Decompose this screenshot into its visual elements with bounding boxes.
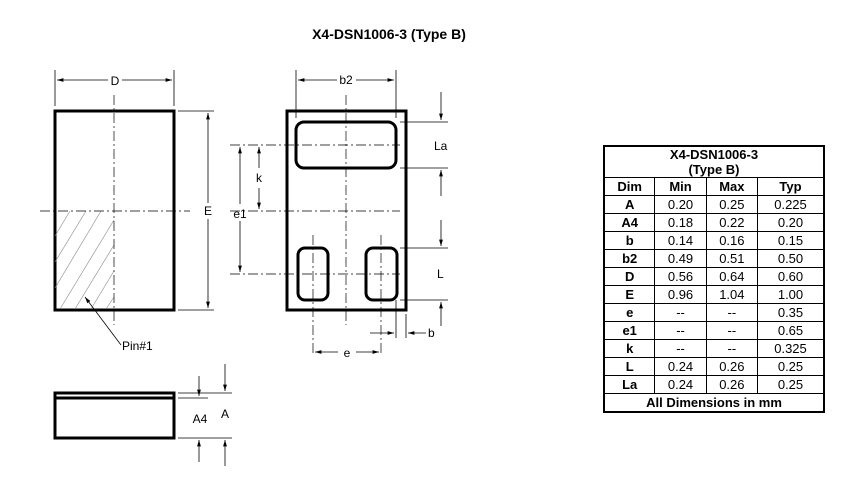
top-view: D E Pin#1 bbox=[40, 70, 214, 353]
top-view-body bbox=[53, 109, 176, 312]
dim-cell: L bbox=[603, 357, 656, 376]
value-cell: 0.14 bbox=[654, 231, 707, 250]
value-cell: -- bbox=[705, 303, 759, 322]
side-view: A4 A bbox=[53, 364, 232, 466]
value-cell: 0.24 bbox=[654, 375, 707, 394]
dim-cell: b bbox=[603, 231, 656, 250]
value-cell: -- bbox=[654, 321, 707, 340]
value-cell: 0.25 bbox=[705, 195, 759, 214]
value-cell: 0.60 bbox=[757, 267, 825, 286]
table-row: e1----0.65 bbox=[603, 321, 825, 340]
value-cell: 0.35 bbox=[757, 303, 825, 322]
dim-label-A: A bbox=[221, 407, 229, 421]
value-cell: 0.20 bbox=[654, 195, 707, 214]
value-cell: 0.26 bbox=[705, 375, 759, 394]
value-cell: 0.49 bbox=[654, 249, 707, 268]
dim-label-L: L bbox=[437, 267, 444, 281]
value-cell: 0.64 bbox=[705, 267, 759, 286]
dim-cell: e1 bbox=[603, 321, 656, 340]
table-footer: All Dimensions in mm bbox=[603, 393, 825, 413]
dim-label-La: La bbox=[434, 139, 448, 153]
dim-cell: La bbox=[603, 375, 656, 394]
col-max: Max bbox=[705, 177, 759, 196]
dim-label-b2: b2 bbox=[339, 73, 353, 87]
dim-label-e: e bbox=[344, 346, 351, 360]
side-view-body bbox=[53, 391, 176, 440]
value-cell: 0.18 bbox=[654, 213, 707, 232]
value-cell: 0.15 bbox=[757, 231, 825, 250]
dim-cell: b2 bbox=[603, 249, 656, 268]
value-cell: 0.20 bbox=[757, 213, 825, 232]
value-cell: 0.22 bbox=[705, 213, 759, 232]
dim-label-A4: A4 bbox=[193, 412, 208, 426]
dim-cell: D bbox=[603, 267, 656, 286]
value-cell: -- bbox=[654, 339, 707, 358]
dim-label-b: b bbox=[428, 326, 435, 340]
value-cell: -- bbox=[654, 303, 707, 322]
drawing-title: X4-DSN1006-3 (Type B) bbox=[312, 26, 466, 42]
value-cell: -- bbox=[705, 339, 759, 358]
dim-cell: e bbox=[603, 303, 656, 322]
table-title: X4-DSN1006-3 (Type B) bbox=[603, 145, 825, 178]
value-cell: 0.25 bbox=[757, 375, 825, 394]
value-cell: 0.26 bbox=[705, 357, 759, 376]
dim-cell: k bbox=[603, 339, 656, 358]
bottom-view-body bbox=[285, 109, 408, 312]
dim-label-E: E bbox=[204, 204, 212, 218]
value-cell: 1.04 bbox=[705, 285, 759, 304]
value-cell: -- bbox=[705, 321, 759, 340]
dim-cell: A bbox=[603, 195, 656, 214]
bottom-view: b2 La k e1 L b e bbox=[230, 70, 448, 360]
col-min: Min bbox=[654, 177, 707, 196]
dim-cell: A4 bbox=[603, 213, 656, 232]
dim-cell: E bbox=[603, 285, 656, 304]
pin1-label: Pin#1 bbox=[122, 339, 153, 353]
table-row: k----0.325 bbox=[603, 339, 825, 358]
value-cell: 0.51 bbox=[705, 249, 759, 268]
dim-label-e1: e1 bbox=[233, 207, 247, 221]
dim-label-k: k bbox=[256, 171, 263, 185]
value-cell: 0.65 bbox=[757, 321, 825, 340]
col-dim: Dim bbox=[603, 177, 656, 196]
value-cell: 0.50 bbox=[757, 249, 825, 268]
col-typ: Typ bbox=[757, 177, 825, 196]
value-cell: 0.96 bbox=[654, 285, 707, 304]
value-cell: 1.00 bbox=[757, 285, 825, 304]
value-cell: 0.16 bbox=[705, 231, 759, 250]
table-row: e----0.35 bbox=[603, 303, 825, 322]
value-cell: 0.24 bbox=[654, 357, 707, 376]
pin1-hatch bbox=[54, 210, 115, 310]
value-cell: 0.25 bbox=[757, 357, 825, 376]
value-cell: 0.325 bbox=[757, 339, 825, 358]
dim-label-D: D bbox=[111, 74, 120, 88]
value-cell: 0.225 bbox=[757, 195, 825, 214]
table-header-row: Dim Min Max Typ bbox=[603, 177, 825, 196]
value-cell: 0.56 bbox=[654, 267, 707, 286]
